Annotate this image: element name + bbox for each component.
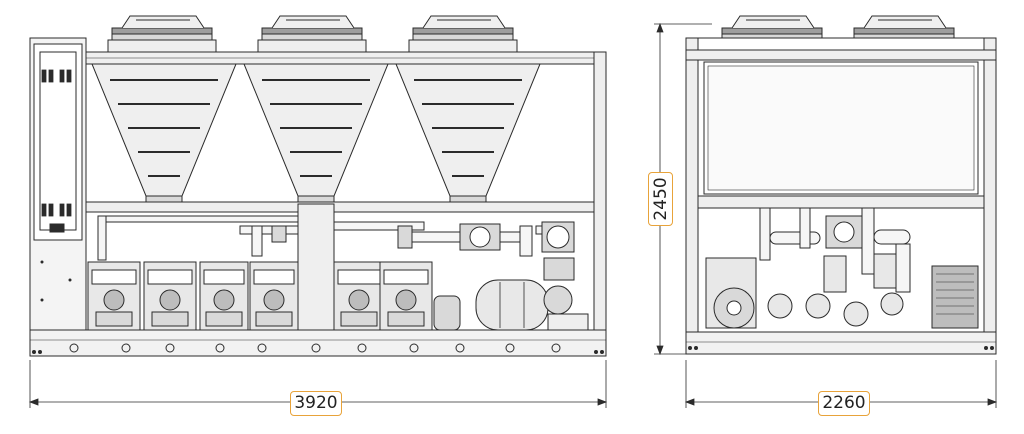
dimension-label-side-height-text: 2450 <box>650 177 671 221</box>
compressor-3 <box>199 261 249 331</box>
front-fan-1 <box>107 15 217 53</box>
side-piping <box>759 207 911 293</box>
dimension-label-front-width: 3920 <box>290 391 342 416</box>
hopper-2 <box>243 63 389 205</box>
hopper-1 <box>91 63 237 205</box>
side-height-dimension <box>654 22 712 356</box>
front-condenser-hoppers <box>91 63 541 205</box>
front-right-post <box>593 51 607 347</box>
compressor-2 <box>143 261 197 331</box>
front-valves <box>459 221 575 281</box>
front-mid-rail <box>85 201 595 213</box>
compressor-4 <box>249 261 299 331</box>
front-base-frame <box>29 329 607 357</box>
front-view <box>28 15 608 408</box>
front-fans <box>107 15 518 53</box>
side-view <box>654 15 998 408</box>
side-base-frame <box>685 331 997 355</box>
front-piping <box>97 215 573 261</box>
side-compressors <box>705 257 979 329</box>
front-tank <box>433 279 589 331</box>
compressor-1 <box>87 261 141 331</box>
hopper-3 <box>395 63 541 205</box>
dimension-label-side-width: 2260 <box>818 391 870 416</box>
side-pumps <box>823 215 897 293</box>
side-width-dimension <box>684 360 998 408</box>
front-fan-2 <box>257 15 367 53</box>
compressor-5 <box>333 261 385 331</box>
front-fan-3 <box>408 15 518 53</box>
front-centre-post <box>297 203 335 341</box>
front-electrical-panel <box>29 37 87 347</box>
compressor-6 <box>379 261 433 331</box>
side-mid-rail <box>697 195 985 209</box>
front-compressors <box>87 261 433 331</box>
front-width-dimension <box>28 360 608 408</box>
dimension-label-side-height: 2450 <box>648 172 673 226</box>
